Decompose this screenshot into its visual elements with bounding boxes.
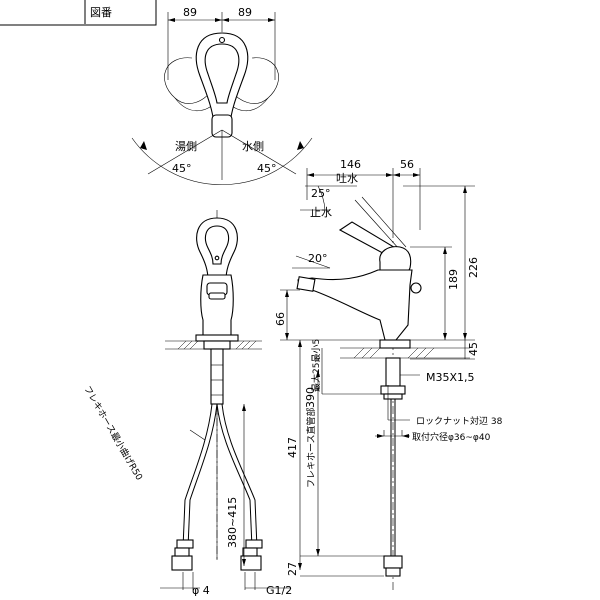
label-thread: M35X1,5 — [426, 371, 475, 384]
label-hot-side: 湯側 — [175, 140, 197, 153]
figure-label: 図番 — [90, 6, 112, 19]
label-locknut: ロックナット対辺 38 — [416, 415, 503, 427]
label-spout-stop: 止水 — [310, 206, 332, 219]
dim-height-spout: 189 — [447, 269, 460, 290]
label-cold-side: 水側 — [242, 140, 264, 153]
dim-thread-range: 最大25最小5 — [310, 339, 322, 392]
label-mount-hole: 取付穴径φ36~φ40 — [412, 431, 491, 443]
dim-hose-lower: 380~415 — [226, 497, 239, 548]
front-view: 380~415 フレキホース最小曲げR50 φ 4 G1/2 — [81, 210, 292, 597]
dim-hose-bottom: 27 — [286, 562, 299, 576]
dim-depth-back: 56 — [400, 158, 414, 171]
figure-label-box: 図番 — [0, 0, 157, 26]
dim-hose-straight: 390 — [304, 387, 317, 408]
dim-base-left: 66 — [274, 312, 287, 326]
dim-depth-front: 146 — [340, 158, 361, 171]
dim-top-right: 89 — [238, 6, 252, 19]
angle-left: 45° — [172, 162, 192, 175]
label-hose-straight: フレキホース直管部 — [305, 407, 317, 488]
label-thread-g: G1/2 — [266, 584, 292, 597]
top-view: 89 89 湯側 水側 45° 45° — [131, 6, 313, 185]
label-spout-open: 吐水 — [336, 172, 358, 185]
label-hose-bend: フレキホース最小曲げR50 — [81, 384, 144, 483]
dim-height-base: 45 — [467, 342, 480, 356]
label-spout-tilt: 20° — [308, 252, 328, 265]
label-spout-angle: 25° — [311, 187, 331, 200]
side-view: 146 56 吐水 25° 止水 20° — [274, 158, 503, 590]
side-countertop-hatch — [353, 347, 435, 359]
dim-hose-total: 417 — [286, 437, 299, 458]
dim-height-total: 226 — [467, 257, 480, 278]
countertop-hatch — [177, 340, 257, 350]
label-pipe-dia: φ 4 — [192, 584, 210, 597]
dim-top-left: 89 — [183, 6, 197, 19]
angle-right: 45° — [257, 162, 277, 175]
